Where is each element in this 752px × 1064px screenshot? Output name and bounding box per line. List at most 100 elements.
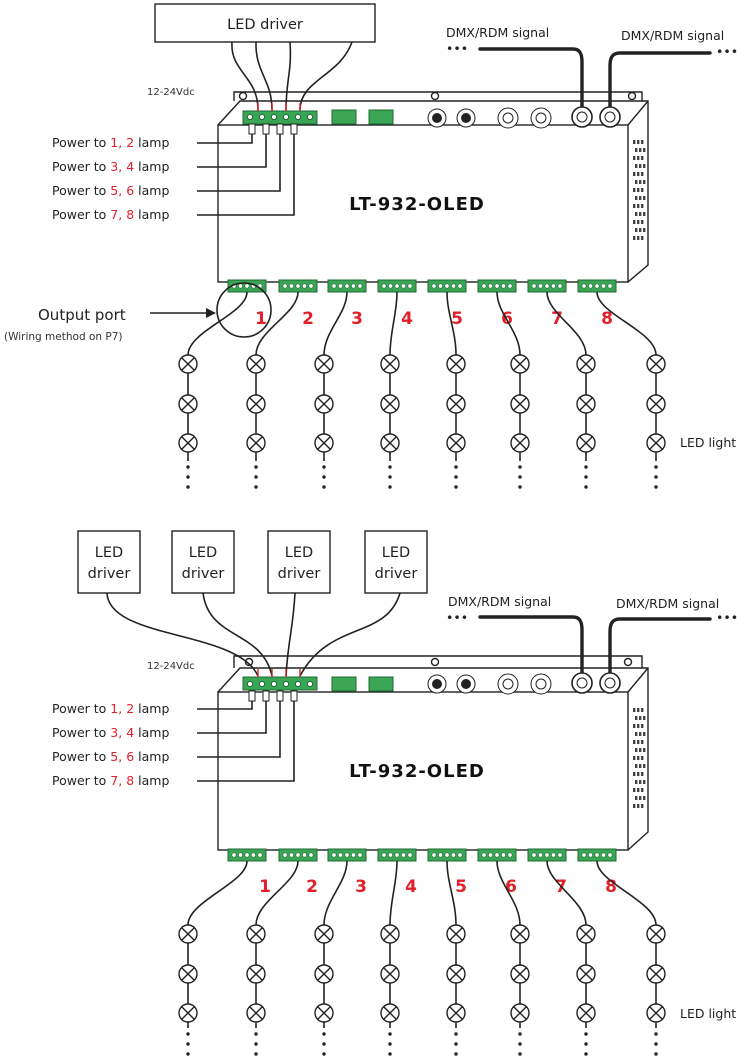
vent-slot (639, 164, 642, 168)
channel-number: 2 (302, 309, 314, 329)
led-lamp-icon (246, 924, 266, 944)
power-label-channels: 5, 6 (110, 183, 134, 198)
pin (262, 123, 270, 135)
vent-slot (641, 172, 644, 176)
vent-slot (633, 788, 636, 792)
vent-slot (641, 236, 644, 240)
continuation-dot (186, 1042, 190, 1046)
terminal-screw (537, 283, 544, 289)
terminal-screw (288, 283, 295, 289)
lamp-wire (446, 291, 457, 356)
vent-slot (639, 780, 642, 784)
power-label: Power to 3, 4 lamp (52, 725, 169, 740)
terminal-screw (387, 852, 394, 858)
terminal-screw (450, 852, 457, 858)
led-lamp-icon (314, 1003, 334, 1023)
vent-slot (639, 796, 642, 800)
led-lamp-icon (246, 394, 266, 414)
vent-slot (637, 172, 640, 176)
vent-slot (643, 732, 646, 736)
led-lamp-icon (380, 354, 400, 374)
led-lamp-icon (510, 394, 530, 414)
small-terminal (368, 109, 394, 125)
vent-slot (635, 212, 638, 216)
continuation-dot (654, 1042, 658, 1046)
led-driver-box (171, 530, 235, 594)
screw (306, 113, 314, 121)
continuation-dot (454, 475, 458, 479)
vent-slot (635, 196, 638, 200)
terminal-screw (431, 852, 437, 858)
terminal-screw (244, 283, 250, 289)
dmx-in-port (571, 106, 593, 128)
ellipsis: ••• (446, 41, 468, 56)
vent-slot (637, 740, 640, 744)
terminal-screw (537, 852, 544, 858)
vent-slot (637, 804, 640, 808)
xlr-port (497, 673, 519, 695)
power-label-channels: 3, 4 (110, 725, 134, 740)
dmx-out-port (599, 106, 621, 128)
power-leader-line (197, 701, 253, 710)
led-lamp-icon (380, 924, 400, 944)
led-driver-box (267, 530, 331, 594)
continuation-dot (584, 475, 588, 479)
power-label: Power to 5, 6 lamp (52, 749, 169, 764)
vent-slot (637, 724, 640, 728)
dmx-cable (608, 617, 712, 678)
lamp-chains (178, 291, 666, 489)
power-leader-line (197, 134, 281, 192)
continuation-dot (584, 1052, 588, 1056)
vent-slot (635, 228, 638, 232)
led-lamp-icon (446, 924, 466, 944)
lamp-wire (446, 860, 457, 926)
continuation-dot (322, 485, 326, 489)
mounting-flange (233, 655, 643, 668)
vent-slot (633, 156, 636, 160)
led-lamp-icon (178, 964, 198, 984)
xlr-port (497, 107, 519, 129)
vent-slot (639, 196, 642, 200)
vent-slot (633, 188, 636, 192)
led-driver-label: LED (285, 545, 313, 561)
red-leads (257, 103, 301, 111)
led-driver-label: driver (278, 566, 321, 582)
power-label-channels: 1, 2 (110, 135, 134, 150)
terminal-screw (357, 852, 363, 858)
vent-slot (637, 756, 640, 760)
power-label-prefix: Power to (52, 701, 110, 716)
terminal-screw (544, 852, 550, 858)
led-lamp-icon (446, 394, 466, 414)
led-lamp-icon (446, 354, 466, 374)
vent-slot (633, 204, 636, 208)
led-driver-label: driver (88, 566, 131, 582)
terminal-screw (457, 283, 463, 289)
vent-slot (643, 748, 646, 752)
dmx-cable (608, 51, 712, 114)
terminal-screw (381, 283, 387, 289)
pin (248, 690, 256, 702)
power-label-suffix: lamp (134, 207, 169, 222)
continuation-dot (454, 1032, 458, 1036)
terminal-screw (557, 852, 563, 858)
channel-number: 4 (401, 309, 413, 329)
led-lamp-icon (576, 394, 596, 414)
vent-slot (639, 212, 642, 216)
terminal-screw (587, 852, 594, 858)
terminal-screw (400, 852, 407, 858)
terminal-screw (450, 283, 457, 289)
dmx-signal-label: DMX/RDM signal (446, 25, 549, 40)
continuation-dot (186, 1052, 190, 1056)
channel-number: 3 (351, 309, 363, 329)
power-label: Power to 3, 4 lamp (52, 159, 169, 174)
terminal-screw (481, 283, 487, 289)
led-lamp-icon (646, 964, 666, 984)
power-label-channels: 1, 2 (110, 701, 134, 716)
vent-slot (637, 788, 640, 792)
continuation-dot (584, 1032, 588, 1036)
terminal-screw (288, 852, 295, 858)
terminal-screw (587, 283, 594, 289)
continuation-dot (322, 465, 326, 469)
